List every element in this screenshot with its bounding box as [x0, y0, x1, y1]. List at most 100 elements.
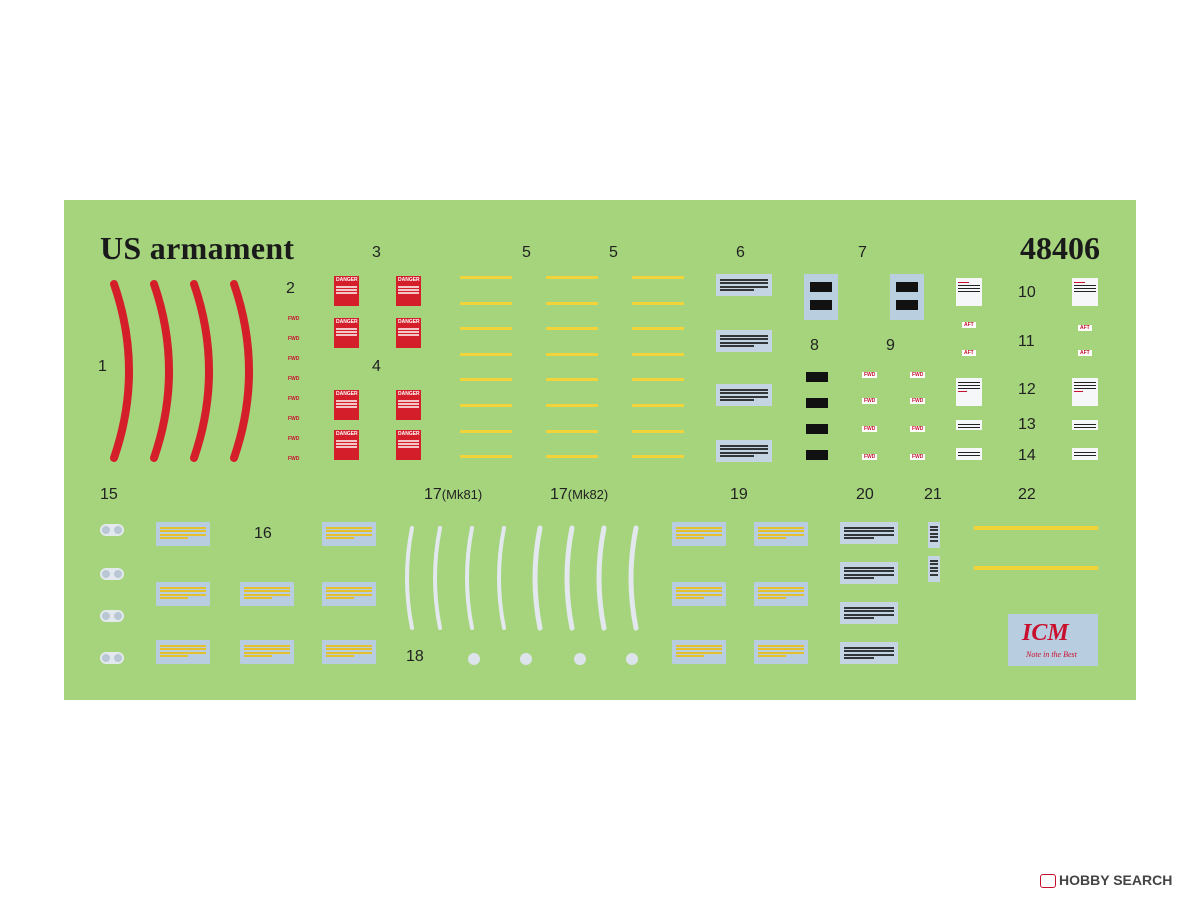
yellow-stripe: [460, 378, 512, 382]
fwd-tag: FWD: [288, 396, 300, 402]
watermark: HOBBY SEARCH: [1040, 872, 1173, 889]
white-arc: [497, 526, 506, 630]
watermark-text: HOBBY SEARCH: [1059, 872, 1173, 888]
yellow-stripe: [460, 327, 512, 331]
danger-text: DANGER: [336, 277, 358, 283]
icm-logo: ICM Note in the Best: [1008, 614, 1098, 666]
red-arc-stripes: [110, 280, 253, 462]
white-arc: [405, 526, 414, 630]
danger-plate: DANGER: [396, 276, 421, 306]
yellow-stencil-block: [156, 522, 210, 546]
round-decal: [520, 653, 532, 665]
yellow-stripe: [632, 276, 684, 279]
lug-decal: [100, 652, 124, 664]
info-card: [956, 378, 982, 406]
danger-plate: DANGER: [396, 318, 421, 348]
label-1: 1: [98, 358, 107, 375]
red-arc-3: [190, 280, 213, 462]
yellow-stripes-col-1: [460, 276, 512, 459]
label-5a: 5: [522, 244, 531, 261]
fwd-tag: FWD: [288, 356, 300, 362]
icm-brand: ICM: [1022, 620, 1069, 646]
fwd-tag: FWD: [288, 376, 300, 382]
aft-tag: AFT: [962, 322, 976, 328]
label-7: 7: [858, 244, 867, 261]
yellow-stencil-block: [672, 522, 726, 546]
label-17-mk82: 17(Mk82): [550, 486, 608, 504]
fwd-tag: FWD: [862, 426, 878, 432]
yellow-stencil-block: [322, 522, 376, 546]
yellow-stripe: [546, 352, 598, 356]
yellow-stripe: [632, 301, 684, 305]
label-20: 20: [856, 486, 874, 503]
danger-text: DANGER: [398, 391, 420, 397]
label-17-mk81: 17(Mk81): [424, 486, 482, 504]
yellow-stencil-block: [672, 582, 726, 606]
yellow-stencil-block: [240, 640, 294, 664]
label-17b-sub: (Mk82): [567, 487, 609, 502]
label-21: 21: [924, 486, 942, 503]
label-3: 3: [372, 244, 381, 261]
icm-tagline: Note in the Best: [1026, 650, 1077, 659]
long-yellow-stripe: [974, 526, 1098, 530]
stencil-block: [840, 642, 898, 664]
stencil-block: [840, 602, 898, 624]
fwd-tag: FWD: [910, 372, 926, 378]
yellow-stripe: [632, 455, 684, 459]
label-12: 12: [1018, 381, 1036, 398]
danger-plate: DANGER: [334, 276, 359, 306]
danger-plate: DANGER: [396, 430, 421, 460]
yellow-stripe: [546, 378, 598, 382]
label-14: 14: [1018, 447, 1036, 464]
danger-plate: DANGER: [334, 390, 359, 420]
danger-text: DANGER: [398, 319, 420, 325]
label-22: 22: [1018, 486, 1036, 503]
yellow-stripe: [460, 455, 512, 459]
yellow-stripe: [460, 429, 512, 433]
black-bar: [806, 372, 828, 382]
lug-decal: [100, 524, 124, 536]
yellow-stencil-block: [754, 582, 808, 606]
info-card: [956, 278, 982, 306]
narrow-stencil: [928, 522, 940, 548]
sheet-title: US armament: [100, 230, 295, 266]
narrow-stencil: [928, 556, 940, 582]
fwd-tag: FWD: [288, 336, 300, 342]
white-arc: [465, 526, 474, 630]
yellow-stripe: [632, 429, 684, 433]
yellow-stripes-col-3: [632, 276, 684, 459]
yellow-stripe: [460, 403, 512, 407]
kit-number: 48406: [1020, 230, 1100, 266]
label-13: 13: [1018, 416, 1036, 433]
fwd-tag: FWD: [910, 426, 926, 432]
label-6: 6: [736, 244, 745, 261]
white-arc: [596, 525, 607, 631]
stencil-block: [840, 522, 898, 544]
yellow-stripe: [546, 301, 598, 305]
black-bar: [806, 398, 828, 408]
hobby-search-icon: [1040, 874, 1056, 889]
fuze-frame: [804, 274, 838, 320]
round-decal: [468, 653, 480, 665]
yellow-stripe: [632, 403, 684, 407]
danger-plate: DANGER: [334, 318, 359, 348]
label-17a-num: 17: [424, 486, 442, 503]
stencil-block: [716, 330, 772, 352]
label-8: 8: [810, 337, 819, 354]
red-arc-2: [150, 280, 173, 462]
decal-sheet: US armament 48406 1 2 3 4 5 5 6 7 8 9 10…: [64, 200, 1136, 700]
yellow-stencil-block: [754, 640, 808, 664]
yellow-stripe: [460, 276, 512, 279]
yellow-stripe: [632, 352, 684, 356]
yellow-stripe: [460, 301, 512, 305]
label-17a-sub: (Mk81): [441, 487, 483, 502]
info-strip: [956, 420, 982, 430]
label-5b: 5: [609, 244, 618, 261]
white-arc: [433, 526, 442, 630]
danger-text: DANGER: [398, 431, 420, 437]
label-16: 16: [254, 525, 272, 542]
white-arc: [564, 525, 575, 631]
long-yellow-stripe: [974, 566, 1098, 570]
fwd-tag: FWD: [288, 316, 300, 322]
white-arc-stripes: [405, 525, 639, 631]
